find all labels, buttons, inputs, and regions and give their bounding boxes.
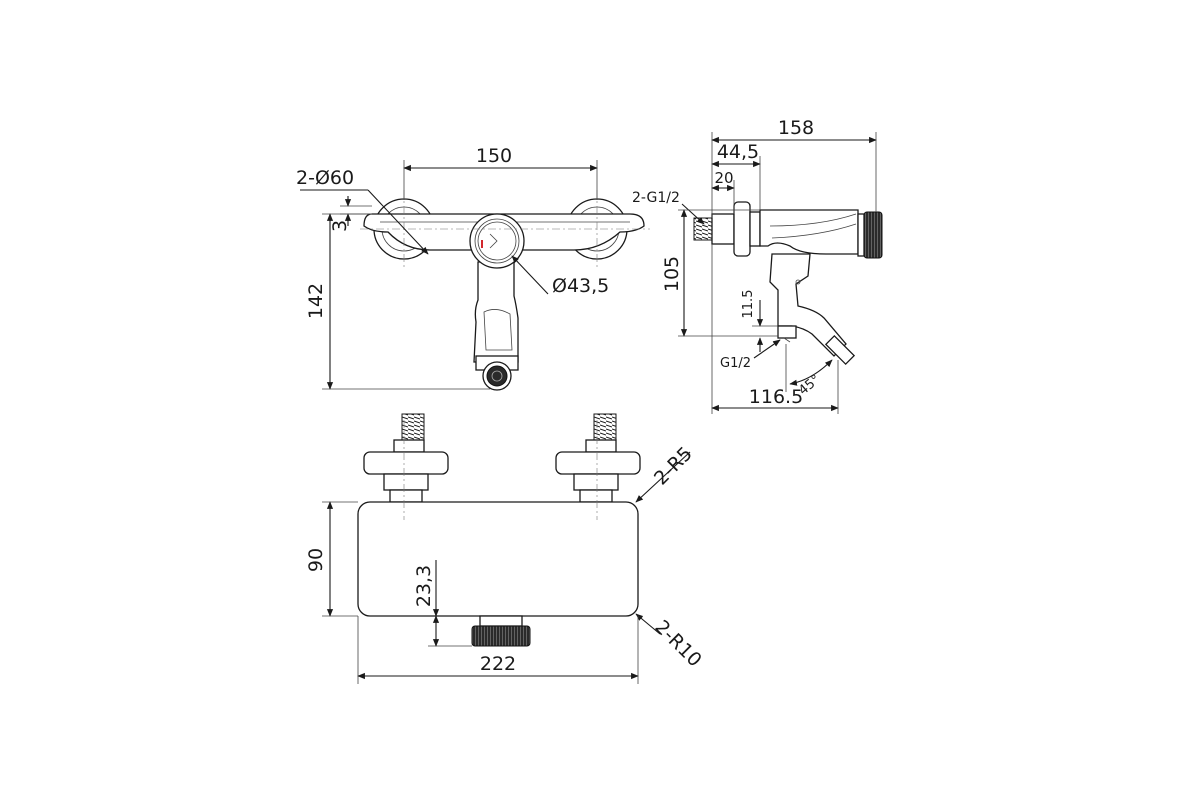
bottom-knob xyxy=(471,625,531,647)
inlet-thread-label: 2-G1/2 xyxy=(632,190,680,206)
side-depth-label: 158 xyxy=(778,117,814,139)
thread-length-label: 20 xyxy=(714,169,733,187)
side-height-label: 105 xyxy=(661,256,683,292)
aerator xyxy=(482,361,512,391)
top-view: 2-R5 90 23,3 2-R10 222 xyxy=(305,413,706,684)
front-width-label: 150 xyxy=(476,145,512,167)
spout xyxy=(473,261,519,371)
inlet-thread xyxy=(693,217,713,241)
outlet-offset-label: 11.5 xyxy=(741,290,756,319)
knob-offset-label: 23,3 xyxy=(413,565,435,607)
spout-reach-label: 116.5 xyxy=(749,386,803,408)
side-body xyxy=(759,209,859,255)
large-radius-label: 2-R10 xyxy=(650,616,705,671)
offset-label: 3 xyxy=(329,220,351,232)
escutcheon-diameter-label: 2-Ø60 xyxy=(296,167,354,189)
outlet-thread-label: G1/2 xyxy=(720,356,751,371)
side-handle-knurl xyxy=(863,211,883,259)
top-body xyxy=(357,501,639,617)
side-wall-label: 44,5 xyxy=(717,141,759,163)
body-height-label: 90 xyxy=(305,548,327,572)
side-view: 158 44,5 20 2-G1/2 105 11.5 G1/2 45° xyxy=(632,117,883,414)
thermostat-handle xyxy=(469,213,525,269)
left-connector xyxy=(363,413,449,503)
right-connector xyxy=(555,413,641,503)
body-width-label: 222 xyxy=(480,653,516,675)
front-view: 150 2-Ø60 3 142 Ø43,5 xyxy=(296,145,650,391)
front-height-label: 142 xyxy=(305,283,327,319)
handle-diameter-label: Ø43,5 xyxy=(552,275,609,297)
